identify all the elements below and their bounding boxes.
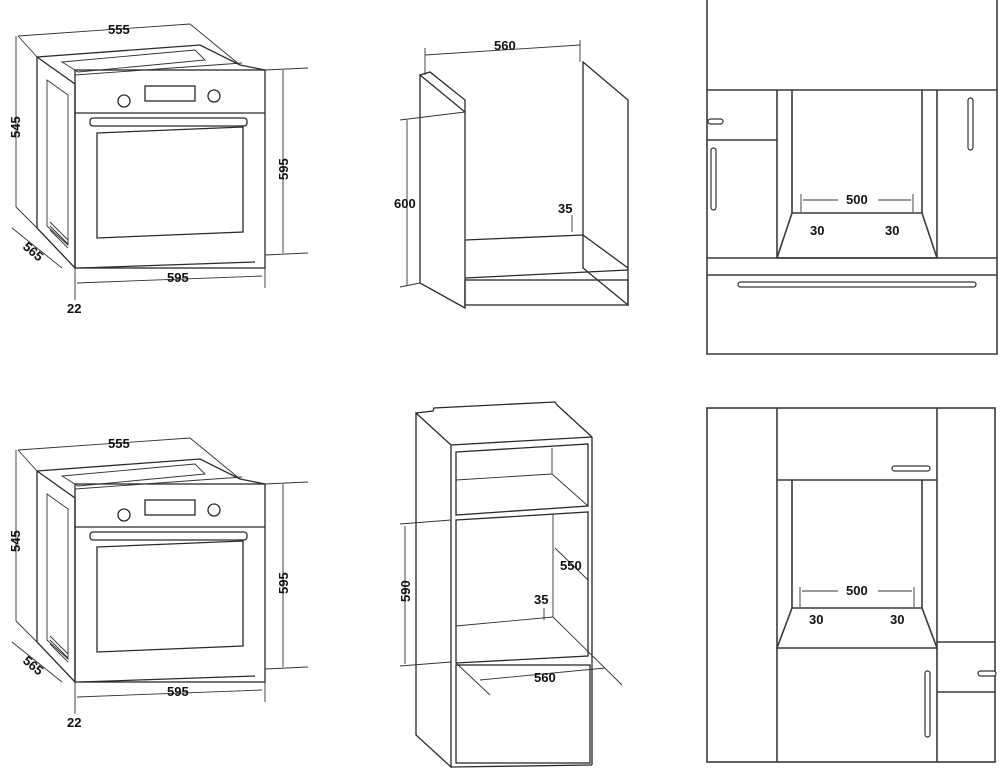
dim-depth: 565 <box>20 653 46 678</box>
dim-front-width: 595 <box>167 270 189 285</box>
dim-depth: 550 <box>560 558 582 573</box>
oven-drawing <box>11 23 309 301</box>
dim-left-gap: 30 <box>810 223 824 238</box>
dim-right-gap: 30 <box>885 223 899 238</box>
dim-height: 545 <box>8 530 23 552</box>
handle <box>891 465 931 472</box>
handle <box>710 147 717 211</box>
oven-dimensions-bottom: 555 545 595 565 595 22 <box>8 436 309 730</box>
oven-dimensions-top: 555 545 595 565 595 22 <box>8 22 309 316</box>
dim-front-width: 595 <box>167 684 189 699</box>
handle <box>967 97 974 151</box>
dim-door-offset: 22 <box>67 715 81 730</box>
dim-door-offset: 22 <box>67 301 81 316</box>
dim-front-height: 595 <box>276 158 291 180</box>
handle <box>707 118 724 125</box>
handle <box>977 670 997 677</box>
front-view-under-counter: 500 30 30 <box>706 0 998 355</box>
tall-cabinet: 590 550 35 560 <box>398 401 623 769</box>
drawer-handle <box>737 281 977 288</box>
dim-gap: 35 <box>534 592 548 607</box>
under-counter-cabinet: 560 600 35 <box>394 38 629 310</box>
handle <box>924 670 931 738</box>
dim-opening: 500 <box>846 583 868 598</box>
dim-opening: 500 <box>846 192 868 207</box>
dim-height: 590 <box>398 580 413 602</box>
dim-depth: 565 <box>20 239 46 264</box>
dim-height: 600 <box>394 196 416 211</box>
dim-right-gap: 30 <box>890 612 904 627</box>
dim-front-height: 595 <box>276 572 291 594</box>
oven-drawing <box>11 437 309 715</box>
dim-width: 555 <box>108 22 130 37</box>
dim-gap: 35 <box>558 201 572 216</box>
dim-height: 545 <box>8 116 23 138</box>
dim-width: 560 <box>534 670 556 685</box>
front-view-tall-cabinet: 500 30 30 <box>706 407 997 763</box>
dim-width: 560 <box>494 38 516 53</box>
dim-width: 555 <box>108 436 130 451</box>
dim-left-gap: 30 <box>809 612 823 627</box>
